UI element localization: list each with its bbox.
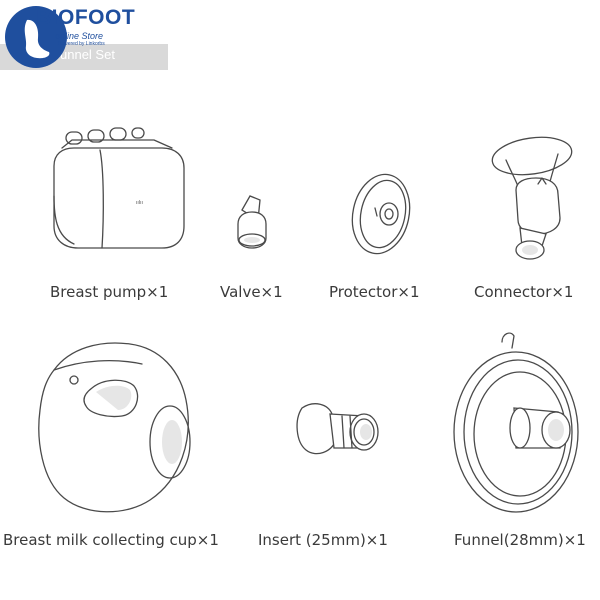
item-label-collecting-cup: Breast milk collecting cup×1 <box>3 531 219 549</box>
collecting-cup-icon <box>38 342 191 513</box>
protector-icon <box>351 173 411 255</box>
insert-icon <box>296 403 379 455</box>
item-label-connector: Connector×1 <box>474 283 574 301</box>
biofoot-logo-icon <box>5 6 67 68</box>
funnel-icon <box>453 332 579 513</box>
breast-pump-icon: ıılıı <box>53 127 185 249</box>
brand-name: BIOFOOT <box>36 6 136 29</box>
item-label-funnel: Funnel(28mm)×1 <box>454 531 586 549</box>
connector-icon <box>491 136 573 260</box>
valve-icon <box>237 195 267 249</box>
item-label-valve: Valve×1 <box>220 283 283 301</box>
brand-byline: Powered by Linkorbs <box>58 41 105 47</box>
foot-icon <box>24 19 50 59</box>
item-label-protector: Protector×1 <box>329 283 420 301</box>
item-label-insert: Insert (25mm)×1 <box>258 531 388 549</box>
item-label-breast-pump: Breast pump×1 <box>50 283 169 301</box>
page-title: unnel Set <box>60 47 115 62</box>
brand-tagline: online Store <box>55 31 104 41</box>
pump-brand-mark: ıılıı <box>136 200 143 206</box>
